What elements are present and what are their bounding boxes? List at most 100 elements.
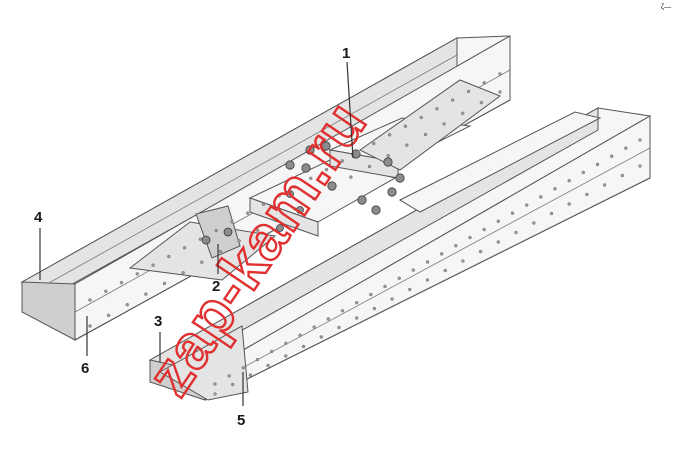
rivet-hole [425,278,430,282]
right-beam-rivet-holes [213,138,642,396]
central-plate-side [249,197,319,237]
rivet-hole [119,280,124,285]
rivet-hole [411,268,415,272]
rivet-hole [266,363,270,368]
rivet-hole [610,154,614,159]
rivet-hole [162,281,167,286]
rivet-hole [638,138,642,142]
rivet-hole [638,164,642,168]
rivet-hole [369,292,373,297]
rivet-hole [581,170,585,175]
bolt [395,173,405,183]
rivet-hole [355,316,359,320]
rivet-hole [454,243,458,248]
bolt [301,163,311,173]
rivet-hole [277,193,281,198]
rivet-hole [248,373,253,377]
rivet-hole [230,220,234,224]
bolt [357,195,367,205]
corner-mark: ζ— [661,4,671,11]
rivet-hole [383,284,387,289]
rivet-hole [435,107,439,111]
rivet-hole [330,185,334,190]
rear-cross-member [128,221,277,281]
rivet-hole [298,333,302,337]
rivet-hole [284,354,288,358]
rivet-hole [88,324,92,328]
rivet-hole [403,124,408,128]
rivet-hole [167,254,171,259]
rivet-hole [478,249,483,254]
rivet-hole [367,164,372,169]
callout-label: 5 [237,412,245,429]
rivet-hole [319,335,323,339]
callout-1: 1 [342,45,354,159]
rivet-hole [340,309,345,313]
rivet-hole [525,203,529,207]
rivet-hole [498,72,502,76]
rivet-hole [419,115,423,120]
rivet-hole [198,237,203,241]
left-beam-rivet-holes [88,72,502,328]
rivet-hole [255,357,260,362]
rivet-hole [386,154,390,158]
lower-diagonal-brace [398,111,602,213]
rivet-hole [309,176,313,181]
rivet-hole [227,374,231,378]
rivet-hole [355,301,359,305]
rivet-hole [510,211,515,215]
rivet-hole [408,287,412,292]
rivet-hole [482,80,486,85]
rivet-hole [461,111,465,116]
rivet-hole [532,221,536,225]
rivet-hole [423,132,428,137]
rivet-hole [241,366,246,370]
bolt [285,160,295,170]
rivet-hole [539,195,543,199]
rivet-hole [218,249,223,254]
rivet-hole [326,317,330,321]
rivet-hole [595,162,600,167]
rivet-hole [498,90,502,94]
rivet-hole [261,202,266,207]
rivet-hole [372,306,377,311]
rivet-hole [479,100,484,105]
rivet-hole [213,382,217,386]
rivet-hole [200,260,204,264]
rivet-hole [181,271,185,275]
rivet-hole [312,325,316,329]
rivet-hole [293,207,297,211]
bolt [321,141,331,151]
rivet-hole [144,292,148,296]
bolt [383,157,393,167]
left-beam-end-face [21,281,76,341]
rivet-hole [461,259,465,263]
rivet-hole [135,272,140,276]
rivet-hole [405,143,409,147]
rivet-hole [496,240,500,244]
rivet-hole [440,252,444,256]
callout-label: 3 [154,313,162,330]
rivet-hole [514,230,518,235]
rivet-hole [567,178,571,183]
bracket-bolt [223,227,233,237]
rivet-hole [213,392,217,396]
bolt [371,205,381,215]
rivet-hole [324,167,329,172]
bolt [305,145,315,155]
rivet-hole [451,98,455,102]
bolt [387,187,397,197]
callout-2: 2 [212,244,220,295]
cross-members [128,79,602,281]
rivet-hole [602,183,607,187]
rivet-hole [387,133,392,137]
rivet-hole [553,187,557,191]
rivet-hole [356,150,360,154]
bracket-bolt [201,235,211,245]
rivet-hole [442,122,446,126]
rivet-hole [293,185,297,189]
rivet-hole [549,211,554,216]
bolt [296,206,304,214]
rivet-hole [372,141,376,146]
